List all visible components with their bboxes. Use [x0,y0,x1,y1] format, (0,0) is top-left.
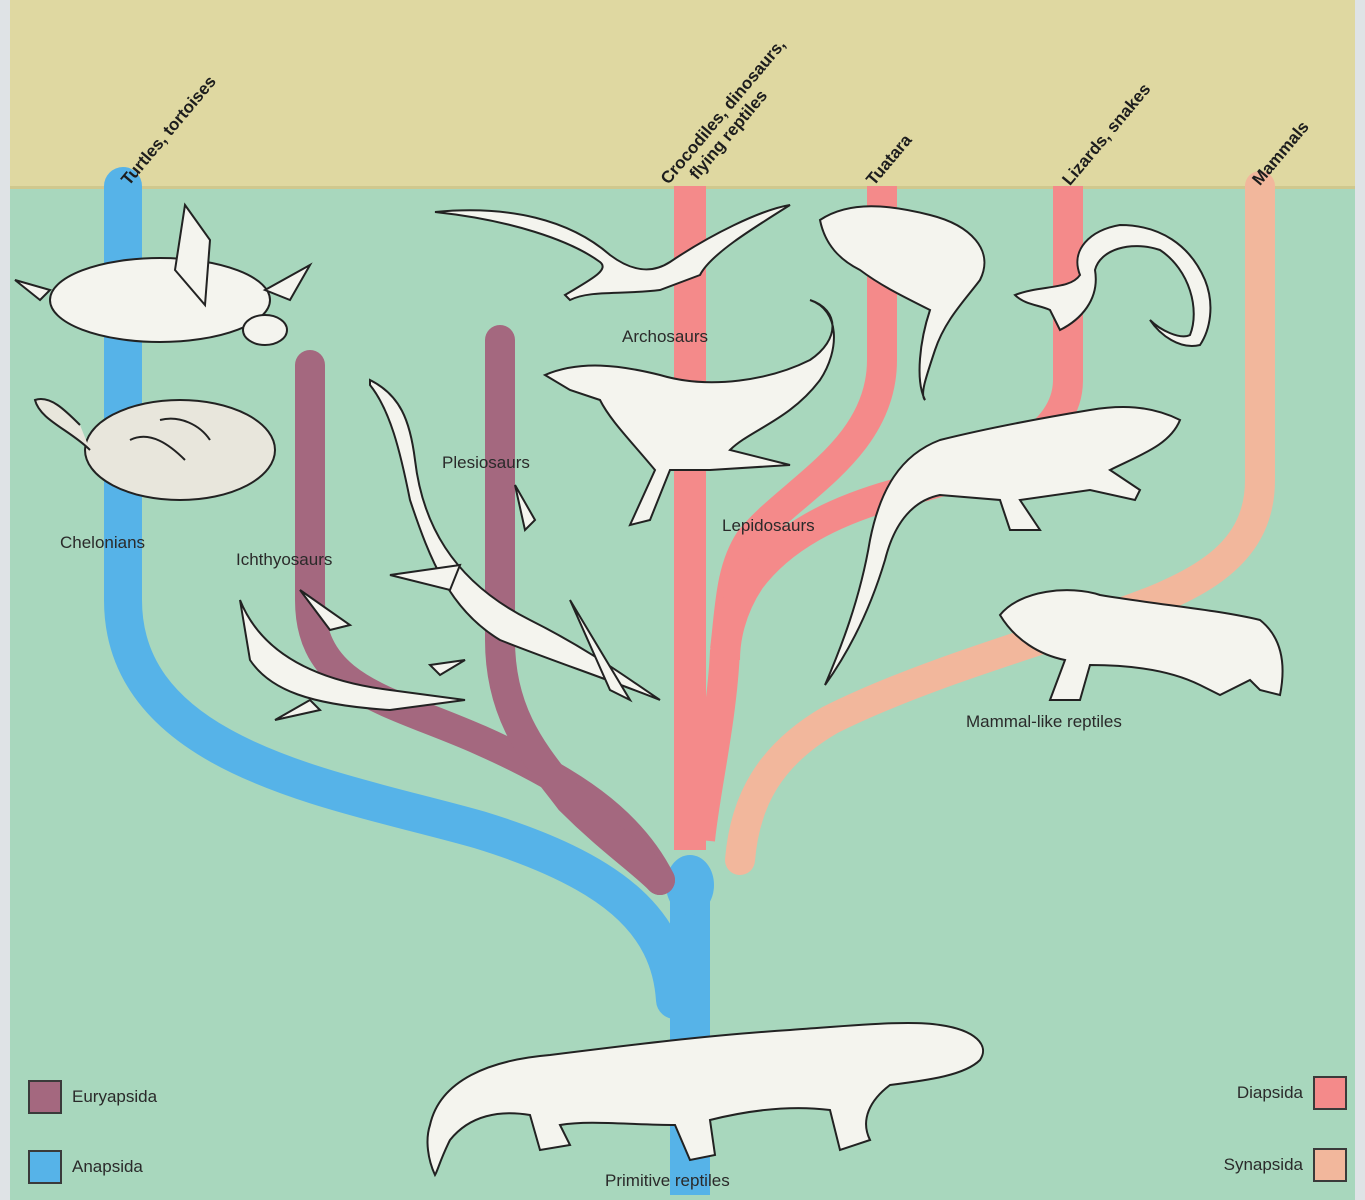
group-label-mammal-like: Mammal-like reptiles [966,712,1122,732]
legend-label-euryapsida: Euryapsida [72,1087,157,1107]
tuatara-drawing [820,206,984,400]
group-label-archosaurs: Archosaurs [622,327,708,347]
primitive-reptile-drawing [428,1023,984,1175]
group-label-chelonians: Chelonians [60,533,145,553]
legend-label-anapsida: Anapsida [72,1157,143,1177]
legend-label-synapsida: Synapsida [1224,1155,1303,1175]
group-label-ichthyosaurs: Ichthyosaurs [236,550,332,570]
pterosaur-drawing [435,205,790,300]
legend-swatch-anapsida [28,1150,62,1184]
group-label-plesiosaurs: Plesiosaurs [442,453,530,473]
legend-diapsida: Diapsida [1237,1076,1347,1110]
legend-anapsida: Anapsida [28,1150,143,1184]
legend-euryapsida: Euryapsida [28,1080,157,1114]
mammal-like-reptile-drawing [1000,590,1283,700]
group-label-primitive: Primitive reptiles [605,1171,730,1191]
group-label-lepidosaurs: Lepidosaurs [722,516,815,536]
snake-drawing [1015,225,1210,346]
phylogeny-diagram: Turtles, tortoises Crocodiles, dinosaurs… [10,0,1355,1200]
ichthyosaur-drawing [240,590,465,720]
sea-turtle-drawing [15,205,310,345]
legend-synapsida: Synapsida [1224,1148,1347,1182]
legend-swatch-diapsida [1313,1076,1347,1110]
legend-swatch-euryapsida [28,1080,62,1114]
legend-swatch-synapsida [1313,1148,1347,1182]
legend-label-diapsida: Diapsida [1237,1083,1303,1103]
tortoise-drawing [35,399,275,500]
